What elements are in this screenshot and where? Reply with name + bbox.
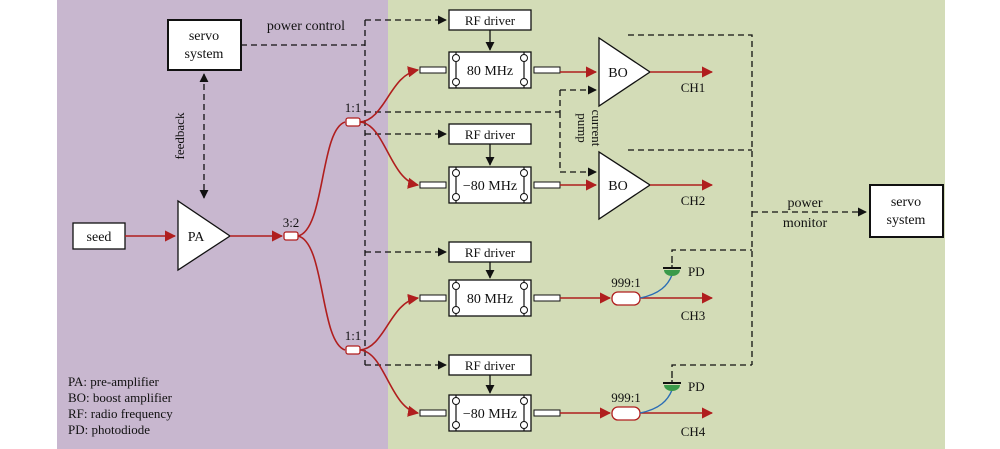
pd-fiber-ch4 (639, 389, 673, 414)
pd-ch3-label: PD (688, 264, 705, 279)
photodiode-ch3: PD (663, 262, 705, 279)
servo-right-line1: servo (891, 195, 921, 210)
fiber-to-aom3 (359, 293, 420, 351)
splitter-bottom-label: 1:1 (345, 328, 362, 343)
aom-pigtail (419, 409, 447, 417)
aom-pigtail (419, 181, 447, 189)
rf-driver-label: RF driver (465, 127, 516, 142)
legend-item: PA: pre-amplifier (68, 374, 160, 389)
splitter-3-2 (283, 231, 299, 241)
aom-pigtail (419, 66, 447, 74)
pump-label-1: pump (575, 113, 590, 143)
servo-left-line1: servo (189, 29, 219, 44)
fiber-to-aom1 (359, 66, 420, 123)
feedback-label: feedback (172, 112, 187, 159)
tap-ch3-label: 999:1 (611, 275, 641, 290)
power-monitor-label-2: monitor (783, 216, 828, 231)
seed-box: seed (72, 222, 126, 250)
splitter-3-2-label: 3:2 (283, 215, 300, 230)
fiber-to-top-splitter (297, 121, 346, 237)
photodiode-ch4: PD (663, 377, 705, 394)
aom-pigtail (419, 294, 447, 302)
fiber-to-aom2 (359, 121, 420, 189)
pd-fiber-ch3 (639, 274, 673, 299)
ch3-label: CH3 (681, 308, 706, 323)
splitter-top-label: 1:1 (345, 100, 362, 115)
legend: PA: pre-amplifier BO: boost amplifier RF… (68, 374, 173, 437)
tap-ch3: 999:1 (611, 275, 641, 306)
pump-label-2: current (589, 110, 604, 147)
fiber-to-bottom-splitter (297, 235, 346, 351)
legend-item: BO: boost amplifier (68, 390, 173, 405)
pre-amplifier: PA (177, 199, 232, 272)
aom-frequency-label: 80 MHz (467, 292, 513, 307)
legend-item: PD: photodiode (68, 422, 150, 437)
aom-pigtail (533, 294, 561, 302)
rf-driver-label: RF driver (465, 358, 516, 373)
seed-label: seed (87, 230, 112, 245)
channel-2-modulator: RF driver −80 MHz (419, 123, 561, 204)
aom-frequency-label: −80 MHz (463, 407, 517, 422)
splitter-bottom (345, 345, 361, 355)
pd-ch4-label: PD (688, 379, 705, 394)
splitter-top (345, 117, 361, 127)
ch2-label: CH2 (681, 193, 706, 208)
ch1-label: CH1 (681, 80, 706, 95)
aom-frequency-label: 80 MHz (467, 64, 513, 79)
monitor-line-pd4 (671, 364, 752, 377)
tap-ch4-label: 999:1 (611, 390, 641, 405)
pa-label: PA (188, 230, 206, 245)
monitor-line-bo1 (628, 34, 753, 365)
monitor-line-pd3 (671, 249, 752, 262)
aom-box (448, 51, 532, 89)
rf-driver-label: RF driver (465, 245, 516, 260)
aom-box (448, 279, 532, 317)
channel-4-modulator: RF driver −80 MHz (419, 354, 561, 432)
channel-1-modulator: RF driver 80 MHz (419, 9, 561, 89)
bo1-label: BO (608, 66, 627, 81)
servo-left-line2: system (185, 47, 224, 62)
rf-driver-label: RF driver (465, 13, 516, 28)
servo-system-left: servo system (167, 19, 242, 71)
power-control-label: power control (267, 19, 345, 34)
ch4-label: CH4 (681, 424, 706, 439)
aom-pigtail (533, 66, 561, 74)
channel-3-modulator: RF driver 80 MHz (419, 241, 561, 317)
boost-amplifier-2: BO (598, 150, 652, 221)
power-monitor-label-1: power (788, 196, 823, 211)
boost-amplifier-1: BO (598, 36, 652, 108)
bo2-label: BO (608, 179, 627, 194)
pump-current-bo2 (559, 112, 597, 177)
aom-pigtail (533, 409, 561, 417)
aom-box (448, 166, 532, 204)
fiber-to-aom4 (359, 349, 420, 417)
legend-item: RF: radio frequency (68, 406, 173, 421)
aom-box (448, 394, 532, 432)
aom-pigtail (533, 181, 561, 189)
servo-right-line2: system (887, 213, 926, 228)
servo-system-right: servo system (869, 184, 944, 238)
aom-frequency-label: −80 MHz (463, 179, 517, 194)
